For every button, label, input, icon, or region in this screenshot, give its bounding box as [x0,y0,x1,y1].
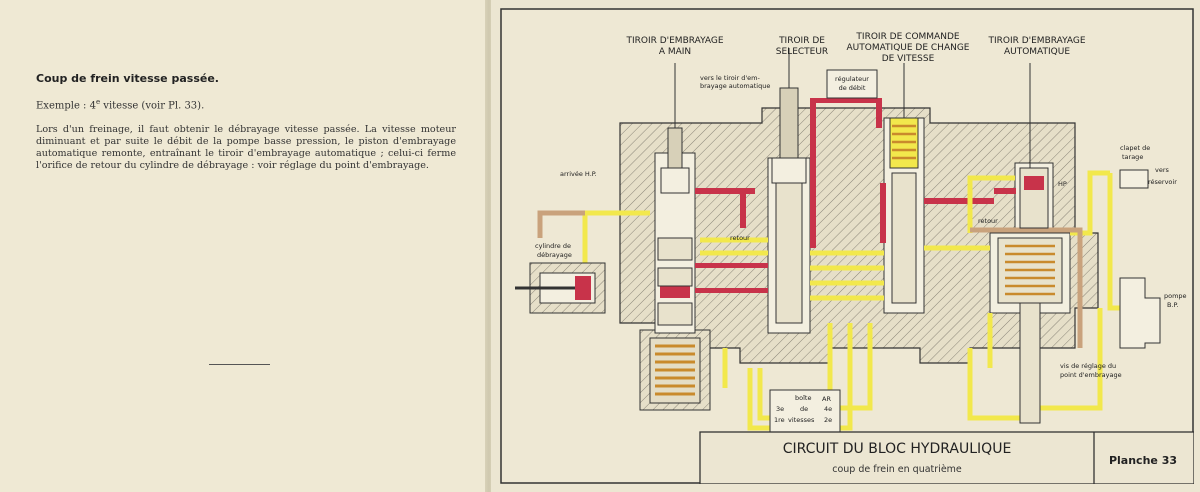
boite-box [769,389,841,433]
label-ar: AR [822,395,831,403]
label-third: 3e [776,405,784,413]
label-vers-tiroir-1: vers le tiroir d'em- [700,74,760,82]
diagram-title: CIRCUIT DU BLOC HYDRAULIQUE [782,441,1012,457]
label-retour-1: retour [730,234,750,242]
label-clapet-2: tarage [1122,153,1143,161]
section-heading: Coup de frein vitesse passée. [36,72,219,85]
label-de: de [800,405,808,413]
tiroir-commande [889,63,919,304]
label-retour-2: retour [978,217,998,225]
label-vis-1: vis de réglage du [1060,362,1116,370]
hydraulic-diagram: TIROIR D'EMBRAYAGE A MAIN TIROIR DE SELE… [500,8,1194,484]
diagram-subtitle: coup de frein en quatrième [832,464,962,475]
left-page: Coup de frein vitesse passée. Exemple : … [0,0,488,492]
example-prefix: Exemple : 4 [36,100,96,112]
label-vers-tiroir-2: brayage automatique [700,82,770,90]
book-gutter [485,0,493,492]
label-second: 2e [824,416,832,424]
label-cylindre-1: cylindre de [535,242,571,250]
label-arrivee-hp: arrivée H.P. [560,170,597,178]
label-selecteur-2: SELECTEUR [776,47,828,57]
tiroir-main [657,63,693,326]
label-clapet-1: clapet de [1120,144,1150,152]
label-regulateur-2: de débit [839,84,866,92]
label-cylindre-2: débrayage [537,251,572,259]
label-auto-2: AUTOMATIQUE [1004,47,1070,57]
clapet-tarage [1119,169,1149,189]
label-regulateur-1: régulateur [835,75,869,83]
label-commande-3: DE VITESSE [882,54,935,64]
label-vis-2: point d'embrayage [1060,371,1122,379]
title-frame [699,431,1194,484]
hp-passages [660,98,1016,298]
retour-passages [537,210,1083,348]
example-sup: e [95,98,101,106]
label-selecteur-1: TIROIR DE [778,36,825,46]
label-tiroir-main-2: A MAIN [659,47,691,57]
label-first: 1re [774,416,785,424]
label-boite: boîte [795,394,811,402]
lower-spring [655,344,695,396]
label-vers-reservoir-2: réservoir [1148,178,1177,186]
label-vitesses: vitesses [788,416,815,424]
label-hp: HP [1058,180,1067,188]
label-pompe-1: pompe [1164,292,1187,300]
body-paragraph: Lors d'un freinage, il faut obtenir le d… [36,124,456,171]
label-fourth: 4e [824,405,832,413]
label-pompe-2: B.P. [1167,301,1179,309]
tiroir-auto [997,63,1063,424]
planche-number: Planche 33 [1108,454,1178,467]
label-commande-2: AUTOMATIQUE DE CHANGE [847,43,970,53]
cylindre-debrayage [515,262,606,314]
label-tiroir-main-1: TIROIR D'EMBRAYAGE [625,36,723,46]
example-line: Exemple : 4e vitesse (voir Pl. 33). [36,98,204,111]
tiroir-selecteur [771,48,807,324]
pompe-bp [1119,277,1161,349]
example-suffix: vitesse (voir Pl. 33). [100,100,205,112]
regulateur-box [826,69,878,99]
footnote-rule [209,364,270,365]
label-auto-1: TIROIR D'EMBRAYAGE [987,36,1085,46]
label-vers-reservoir-1: vers [1155,166,1170,174]
label-commande-1: TIROIR DE COMMANDE [855,32,959,42]
